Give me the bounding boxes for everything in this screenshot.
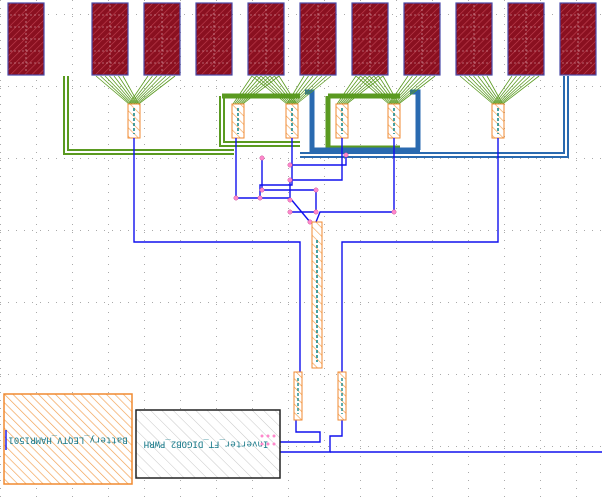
combiner-fuse (387, 103, 401, 139)
solar-panel (455, 2, 493, 76)
solar-panel (247, 2, 285, 76)
solar-panel (403, 2, 441, 76)
combiner-fuse (491, 103, 505, 139)
inverter-fuses (293, 371, 347, 421)
combiner-fuse (127, 103, 141, 139)
combiner-fuse (231, 103, 245, 139)
solar-panel (195, 2, 233, 76)
solar-panels (7, 2, 597, 76)
inverter-label: Inverter_FT_DIGOB2_PWRH (144, 439, 269, 449)
solar-panel (351, 2, 389, 76)
combiner-fuse (335, 103, 349, 139)
inverter-block: Inverter_FT_DIGOB2_PWRH (135, 409, 281, 479)
main-trunk (311, 221, 323, 369)
solar-panel (559, 2, 597, 76)
battery-block: Battery_LEQTV_HAMR1501 (3, 393, 133, 485)
panel-fan-lines (95, 75, 540, 105)
solar-panel (299, 2, 337, 76)
junction-nodes (233, 152, 397, 225)
blue-wiring (133, 138, 602, 453)
solar-panel (7, 2, 45, 76)
solar-panel (507, 2, 545, 76)
solar-panel (143, 2, 181, 76)
combiner-fuses (127, 103, 505, 139)
battery-label: Battery_LEQTV_HAMR1501 (8, 435, 127, 445)
combiner-fuse (285, 103, 299, 139)
solar-panel (91, 2, 129, 76)
